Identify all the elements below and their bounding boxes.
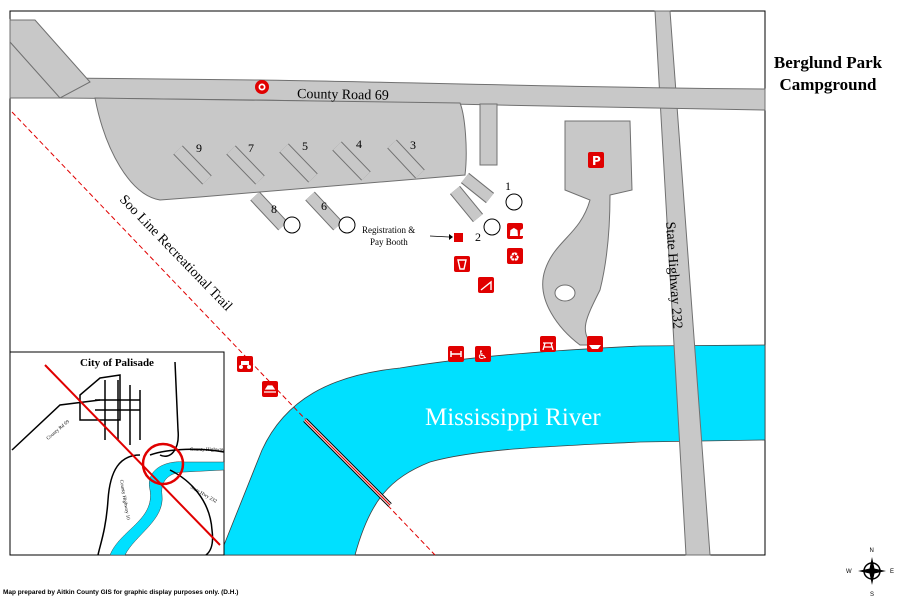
map-title-line1: Berglund Park [773, 53, 883, 72]
snowmobile-icon[interactable] [262, 381, 278, 397]
compass-s: S [870, 592, 874, 598]
campsite-2[interactable] [483, 218, 501, 236]
campsite-spur-fill-4 [333, 142, 370, 180]
campsite-number-8: 8 [271, 202, 277, 216]
trash-icon[interactable] [454, 256, 470, 272]
campsite-number-4: 4 [356, 137, 362, 151]
map-title: Berglund Park Campground [768, 52, 888, 96]
camp-entrance-road [479, 103, 498, 166]
campsite-spur-fill-1 [461, 173, 494, 203]
compass-n: N [870, 548, 874, 554]
ramp-icon[interactable] [478, 277, 494, 293]
svg-text:♿: ♿ [477, 348, 488, 362]
compass-w: W [846, 569, 852, 575]
boat-launch-icon[interactable] [587, 336, 603, 352]
fire-ring-icon[interactable] [255, 80, 269, 94]
soo-line-trail [11, 111, 436, 556]
svg-text:♻: ♻ [509, 250, 520, 264]
registration-arrow [429, 235, 450, 238]
inset-trail [44, 364, 221, 546]
campsite-number-2: 2 [475, 230, 481, 244]
river-label: Mississippi River [425, 404, 601, 431]
registration-label-2: Pay Booth [370, 237, 408, 247]
campsite-spur-fill-2 [450, 186, 483, 222]
compass-e: E [890, 569, 894, 575]
campsite-spur-fill-9 [174, 146, 211, 184]
accessible-icon[interactable]: ♿ [475, 346, 491, 362]
fishing-pier-icon[interactable] [448, 346, 464, 362]
campground-loop-road [94, 97, 467, 201]
campsite-number-3: 3 [410, 138, 416, 152]
restroom-icon[interactable]: ☗☗ [507, 223, 529, 239]
county-road-spur [9, 19, 91, 99]
campsite-number-1: 1 [505, 179, 511, 193]
campsite-6[interactable] [338, 216, 356, 234]
state-highway-label: State Highway 232 [662, 221, 684, 329]
mississippi-river [219, 344, 766, 556]
inset-county-highway-label: County Highway [190, 448, 225, 453]
compass-rose: N S E W [846, 548, 894, 598]
parking-icon[interactable]: P [588, 152, 604, 168]
campsite-number-5: 5 [302, 139, 308, 153]
registration-booth[interactable] [454, 233, 463, 242]
campsite-spur-fill-8 [250, 192, 288, 230]
campsites: 1 2 3 4 5 6 7 8 9 [196, 137, 523, 244]
campsite-number-7: 7 [248, 141, 254, 155]
trail-bridge [303, 418, 392, 507]
state-highway [654, 10, 711, 556]
campsite-1[interactable] [505, 193, 523, 211]
svg-text:☗☗: ☗☗ [509, 226, 529, 239]
picnic-table-icon[interactable] [540, 336, 556, 352]
county-road-label: County Road 69 [297, 87, 389, 104]
campsite-spur-fill-6 [305, 192, 343, 230]
recycling-icon[interactable]: ♻ [507, 248, 523, 264]
campsite-spur-fill-5 [280, 144, 317, 182]
inset-title: City of Palisade [80, 357, 154, 369]
registration-label-1: Registration & [362, 225, 415, 235]
inset-location-marker [141, 442, 185, 486]
campsite-number-6: 6 [321, 199, 327, 213]
inset-map: City of Palisade County Highway State Hw… [9, 351, 225, 556]
campsite-spur-fill-7 [227, 146, 264, 184]
campsite-number-9: 9 [196, 141, 202, 155]
campsite-8[interactable] [283, 216, 301, 234]
map-credit: Map prepared by Aitkin County GIS for gr… [3, 589, 239, 596]
registration-arrowhead [449, 234, 453, 240]
loop-island [554, 284, 576, 302]
campsite-spur-fill-3 [387, 140, 425, 178]
svg-text:P: P [592, 154, 601, 168]
map-title-line2: Campground [779, 75, 877, 94]
campsite-spurs [173, 139, 495, 231]
atv-icon[interactable] [237, 356, 253, 372]
